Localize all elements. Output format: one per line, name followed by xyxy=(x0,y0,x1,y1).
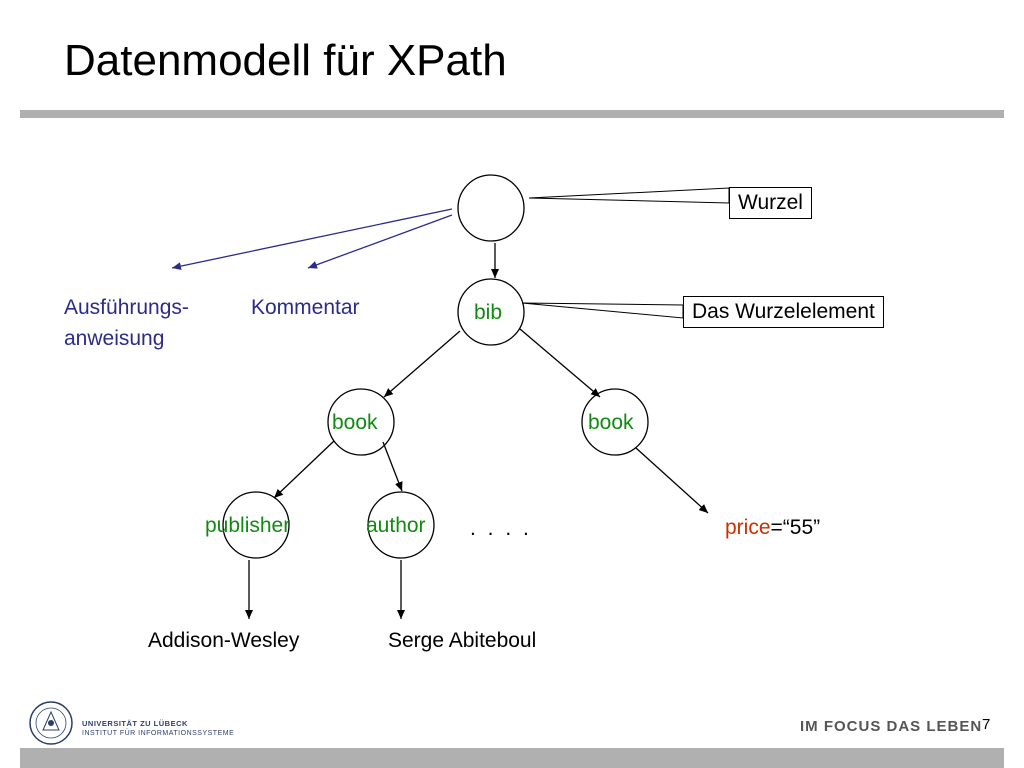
bib-node xyxy=(457,278,525,346)
edge-bib-book2 xyxy=(519,328,601,398)
university-logo-text: UNIVERSITÄT ZU LÜBECK INSTITUT FÜR INFOR… xyxy=(82,719,234,738)
logo-line-1: UNIVERSITÄT ZU LÜBECK xyxy=(82,719,188,728)
book-label-2: book xyxy=(588,411,634,434)
footer-motto: IM FOCUS DAS LEBEN xyxy=(800,718,983,735)
callout-pointer-wurzelelement xyxy=(521,302,684,319)
publisher-node xyxy=(222,491,290,559)
edge-root-comment xyxy=(307,214,453,269)
edge-root-processing-instruction xyxy=(171,208,453,271)
author-label: author xyxy=(366,514,426,537)
callout-wurzelelement: Das Wurzelelement xyxy=(683,296,884,328)
processing-instruction-label-1: Ausführungs- xyxy=(64,296,189,319)
edge-book2-price xyxy=(635,447,709,514)
root-node xyxy=(457,174,525,242)
author-value: Serge Abiteboul xyxy=(388,629,537,652)
publisher-value: Addison-Wesley xyxy=(148,629,300,652)
footer-bar xyxy=(20,748,1004,768)
edge-bib-book1 xyxy=(383,330,461,398)
slide-title: Datenmodell für XPath xyxy=(64,36,507,85)
edge-book1-publisher xyxy=(273,440,335,499)
price-attribute: price=“55” xyxy=(725,515,820,540)
page-number: 7 xyxy=(982,716,991,733)
comment-label: Kommentar xyxy=(251,296,360,319)
processing-instruction-label-2: anweisung xyxy=(64,327,165,350)
publisher-label: publisher xyxy=(205,514,291,537)
book-node-2 xyxy=(581,388,649,456)
price-attribute-name: price xyxy=(725,516,771,539)
edge-book1-author xyxy=(382,441,403,492)
title-rule xyxy=(20,110,1004,118)
bib-label: bib xyxy=(474,301,503,324)
university-seal-icon xyxy=(29,701,73,745)
price-attribute-eq: = xyxy=(770,516,783,539)
callout-wurzel: Wurzel xyxy=(729,187,812,219)
book-node-1 xyxy=(327,388,395,456)
callout-pointer-wurzel xyxy=(528,187,730,204)
logo-line-2: INSTITUT FÜR INFORMATIONSSYSTEME xyxy=(82,730,235,737)
price-attribute-value: “55” xyxy=(782,516,821,539)
book-label-1: book xyxy=(332,411,378,434)
author-node xyxy=(367,491,435,559)
ellipsis: . . . . xyxy=(470,517,532,540)
